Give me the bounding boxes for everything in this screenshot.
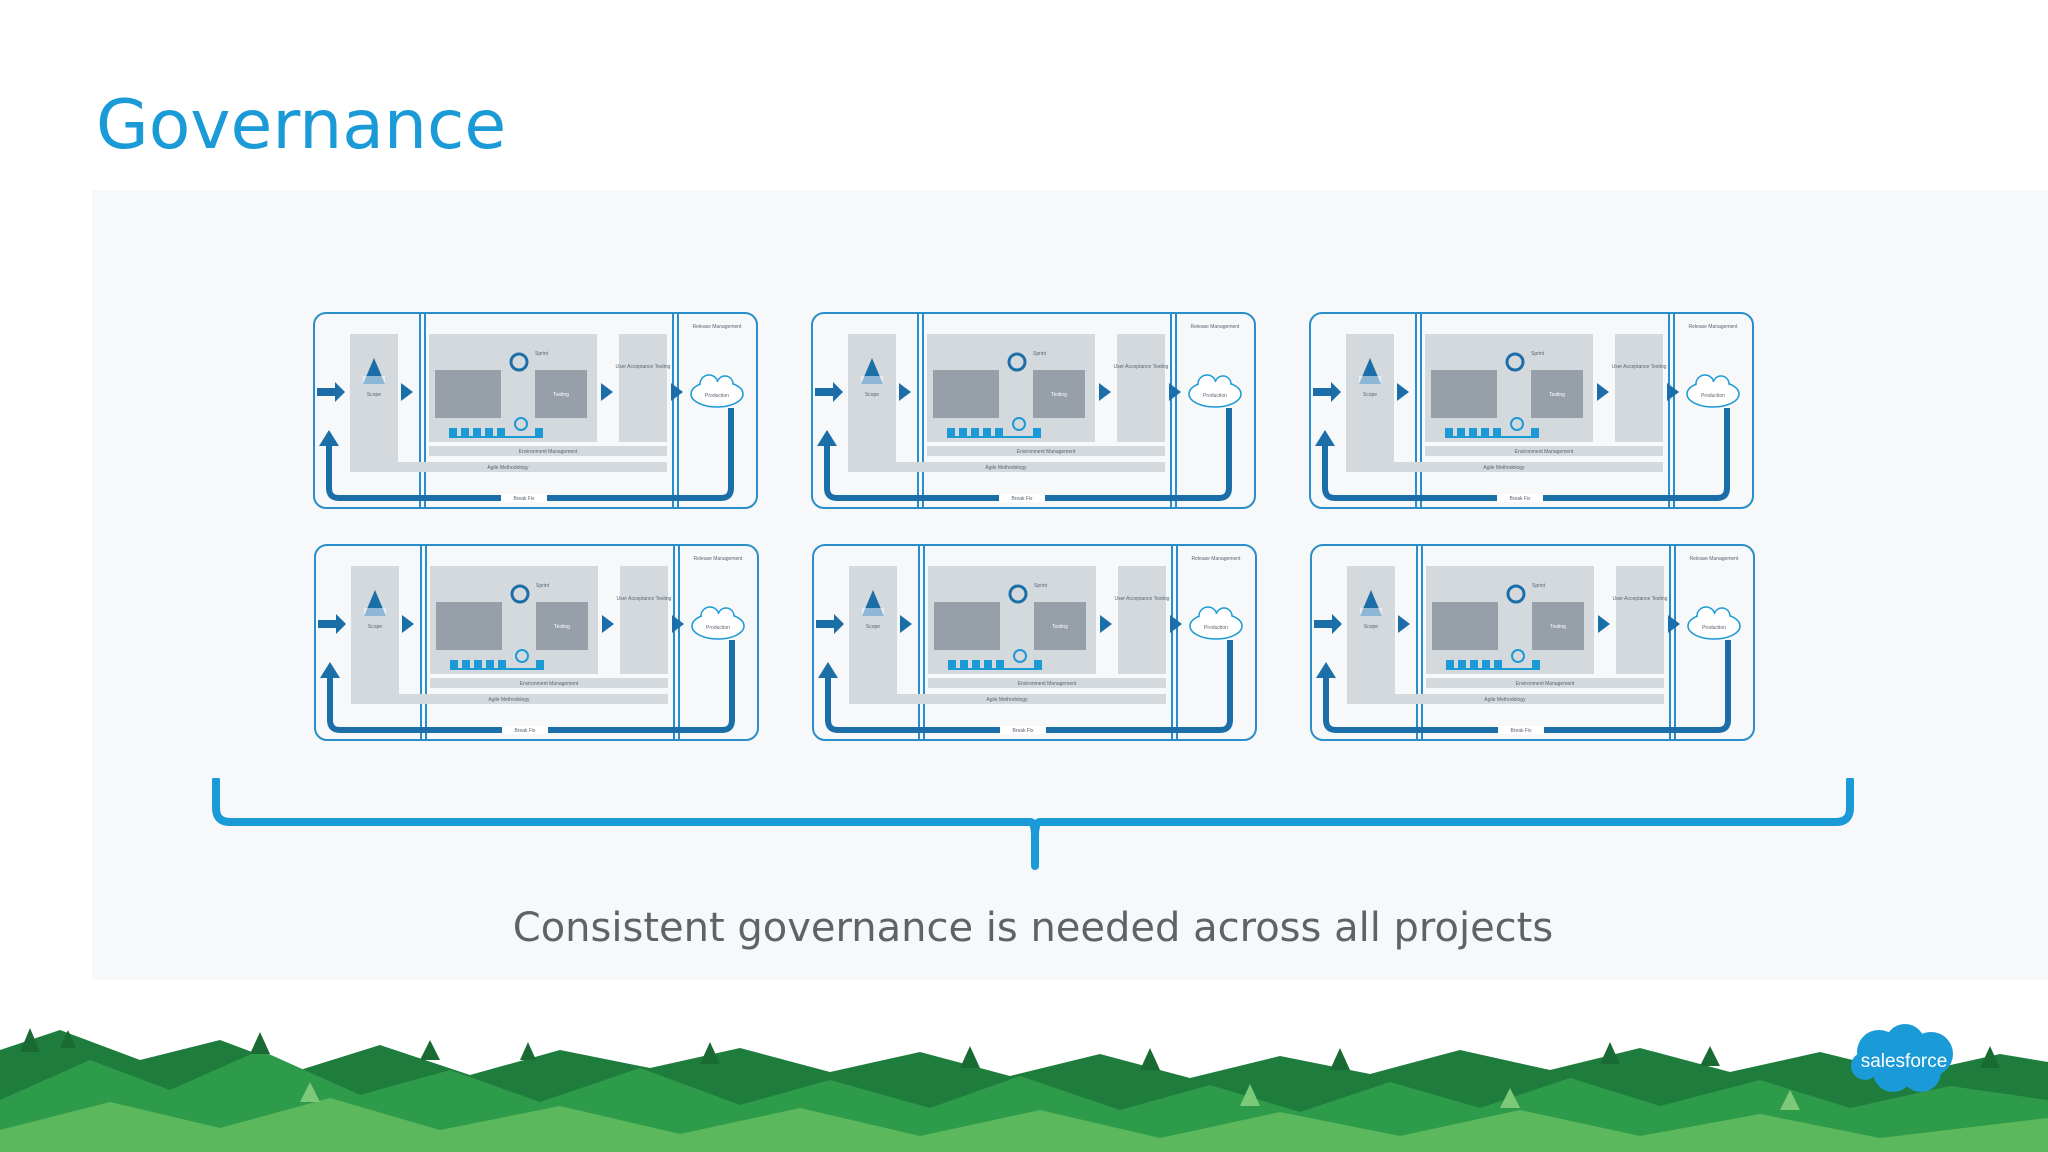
diagram-label-agile-methodology: Agile Methodology	[487, 465, 529, 471]
diagram-label-break-fix: Break Fix	[514, 728, 536, 734]
diagram-label-release-management: Release Management	[693, 324, 743, 330]
diagram-label-production: Production	[1702, 625, 1726, 631]
diagram-label-break-fix: Break Fix	[513, 496, 535, 502]
diagram-label-testing: Testing	[1549, 392, 1565, 398]
slide-title: Governance	[96, 86, 507, 165]
diagram-label-agile-methodology: Agile Methodology	[985, 465, 1027, 471]
diagram-label-uat: User Acceptance Testing	[617, 596, 672, 602]
diagram-label-testing: Testing	[553, 392, 569, 398]
process-diagram: Scope Testing Sprint User Acceptance Tes…	[1310, 544, 1756, 742]
diagram-label-release-management: Release Management	[1690, 556, 1740, 562]
diagram-label-scope: Scope	[1363, 392, 1377, 398]
diagram-label-break-fix: Break Fix	[1011, 496, 1033, 502]
diagram-label-testing: Testing	[1051, 392, 1067, 398]
salesforce-logo-wordmark: salesforce	[1861, 1051, 1948, 1072]
diagram-label-scope: Scope	[865, 392, 879, 398]
process-diagram: Scope Testing Sprint User Acceptance Tes…	[811, 312, 1257, 510]
diagram-label-scope: Scope	[367, 392, 381, 398]
diagram-label-sprint: Sprint	[536, 583, 550, 589]
diagram-label-uat: User Acceptance Testing	[1613, 596, 1668, 602]
diagram-label-testing: Testing	[1550, 624, 1566, 630]
process-diagram: Scope Testing Sprint User Acceptance Tes…	[1309, 312, 1755, 510]
diagram-label-environment-management: Environment Management	[520, 681, 579, 687]
forest-footer-illustration	[0, 1028, 2048, 1152]
process-diagram: Scope Testing Sprint User Acceptance Tes…	[812, 544, 1258, 742]
diagram-label-scope: Scope	[1364, 624, 1378, 630]
diagram-label-production: Production	[1203, 393, 1227, 399]
diagram-label-break-fix: Break Fix	[1509, 496, 1531, 502]
process-diagram: Scope Testing Sprint User Acceptance Tes…	[314, 544, 760, 742]
diagram-label-environment-management: Environment Management	[1516, 681, 1575, 687]
diagram-label-agile-methodology: Agile Methodology	[1484, 697, 1526, 703]
diagram-label-release-management: Release Management	[694, 556, 744, 562]
diagram-label-environment-management: Environment Management	[1515, 449, 1574, 455]
diagram-label-uat: User Acceptance Testing	[1115, 596, 1170, 602]
diagram-label-release-management: Release Management	[1192, 556, 1242, 562]
diagram-label-break-fix: Break Fix	[1012, 728, 1034, 734]
diagram-label-break-fix: Break Fix	[1510, 728, 1532, 734]
diagram-label-scope: Scope	[866, 624, 880, 630]
diagram-label-scope: Scope	[368, 624, 382, 630]
diagram-label-uat: User Acceptance Testing	[1612, 364, 1667, 370]
diagram-label-production: Production	[1204, 625, 1228, 631]
diagram-label-release-management: Release Management	[1689, 324, 1739, 330]
slide-caption: Consistent governance is needed across a…	[512, 905, 1554, 951]
grouping-brace	[212, 778, 1854, 870]
diagram-label-agile-methodology: Agile Methodology	[986, 697, 1028, 703]
diagram-label-agile-methodology: Agile Methodology	[488, 697, 530, 703]
diagram-label-testing: Testing	[1052, 624, 1068, 630]
diagram-label-sprint: Sprint	[1033, 351, 1047, 357]
diagram-label-sprint: Sprint	[535, 351, 549, 357]
diagram-label-testing: Testing	[554, 624, 570, 630]
diagram-label-production: Production	[705, 393, 729, 399]
diagram-label-agile-methodology: Agile Methodology	[1483, 465, 1525, 471]
diagram-label-environment-management: Environment Management	[519, 449, 578, 455]
process-diagram: Scope Testing Sprint User Acceptance Tes…	[313, 312, 759, 510]
diagram-label-sprint: Sprint	[1532, 583, 1546, 589]
salesforce-logo: salesforce	[1851, 1024, 1953, 1092]
diagram-label-uat: User Acceptance Testing	[1114, 364, 1169, 370]
diagram-label-environment-management: Environment Management	[1018, 681, 1077, 687]
diagram-label-release-management: Release Management	[1191, 324, 1241, 330]
diagram-label-sprint: Sprint	[1531, 351, 1545, 357]
diagram-label-production: Production	[706, 625, 730, 631]
diagram-label-production: Production	[1701, 393, 1725, 399]
diagram-label-sprint: Sprint	[1034, 583, 1048, 589]
diagram-label-environment-management: Environment Management	[1017, 449, 1076, 455]
diagram-label-uat: User Acceptance Testing	[616, 364, 671, 370]
